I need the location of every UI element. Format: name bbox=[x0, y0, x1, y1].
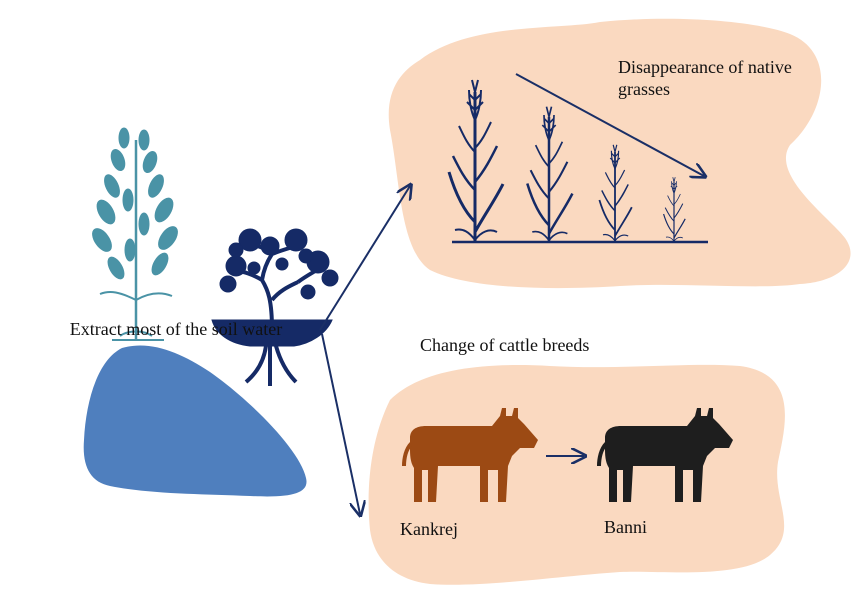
prosopis-tree-icon bbox=[212, 229, 338, 386]
grasses-title: Disappearance of native grasses bbox=[618, 56, 828, 100]
native-grass-plant-icon bbox=[89, 128, 181, 340]
cattle-title: Change of cattle breeds bbox=[420, 334, 589, 356]
banni-label: Banni bbox=[604, 516, 647, 538]
arrow-to-cattle bbox=[322, 334, 360, 514]
extract-water-label: Extract most of the soil water bbox=[6, 318, 346, 340]
arrow-to-grasses bbox=[320, 186, 410, 330]
kankrej-label: Kankrej bbox=[400, 518, 458, 540]
water-pool-icon bbox=[84, 345, 307, 496]
